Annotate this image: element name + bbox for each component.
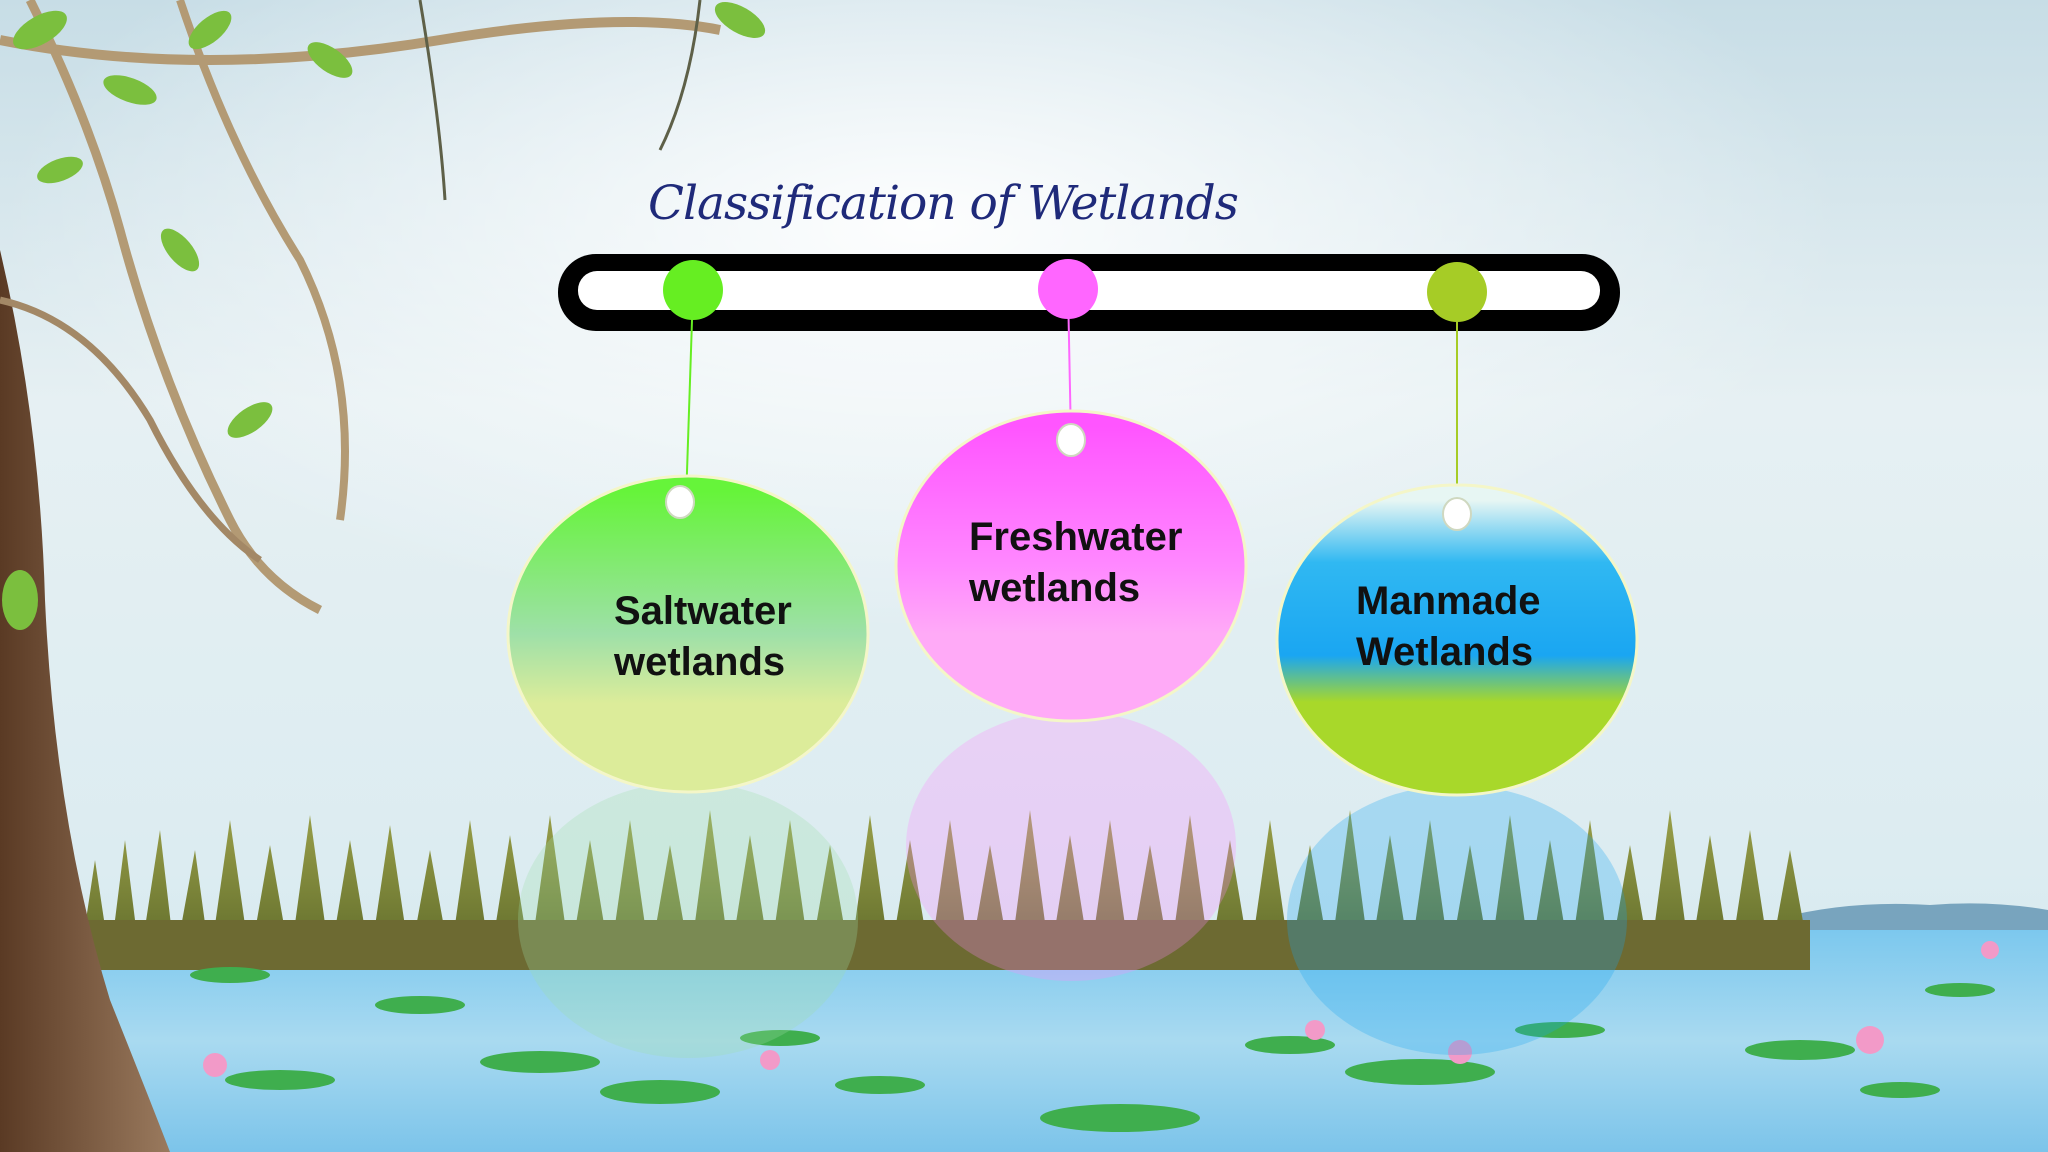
bubble-hole-manmade — [1442, 497, 1472, 531]
timeline-markers — [663, 259, 1487, 322]
lily-pads — [190, 967, 1995, 1132]
category-label-line1: Saltwater — [614, 589, 792, 633]
bubble-hole-freshwater — [1056, 423, 1086, 457]
slide-title: Classification of Wetlands — [648, 176, 1239, 231]
connector-line-saltwater — [685, 289, 694, 503]
category-label-saltwater: Saltwater wetlands — [614, 586, 792, 688]
bubble-reflection-manmade — [1287, 785, 1627, 1055]
category-label-line2: Wetlands — [1356, 630, 1534, 674]
bubble-manmade — [1275, 483, 1639, 797]
category-label-line2: wetlands — [969, 566, 1141, 610]
distant-hills — [1780, 903, 2048, 935]
timeline-marker-manmade — [1427, 262, 1487, 322]
category-label-line1: Freshwater — [969, 515, 1183, 559]
bubble-hole-saltwater — [665, 485, 695, 519]
category-label-manmade: Manmade Wetlands — [1356, 576, 1541, 678]
water-lily-flowers — [203, 941, 1999, 1077]
bubble-reflection-freshwater — [906, 711, 1236, 981]
bubble-saltwater — [506, 474, 870, 794]
reed-grass — [80, 810, 1810, 970]
category-label-line1: Manmade — [1356, 579, 1541, 623]
bubble-reflection-saltwater — [518, 782, 858, 1058]
tree-leaves — [2, 2, 766, 630]
category-label-freshwater: Freshwater wetlands — [969, 512, 1182, 614]
timeline-marker-freshwater — [1038, 259, 1098, 319]
tree — [0, 0, 721, 1152]
timeline-marker-saltwater — [663, 260, 723, 320]
category-bubbles — [506, 409, 1639, 797]
bubble-freshwater — [894, 409, 1248, 723]
category-label-line2: wetlands — [614, 640, 786, 684]
bubble-reflections — [518, 711, 1627, 1058]
